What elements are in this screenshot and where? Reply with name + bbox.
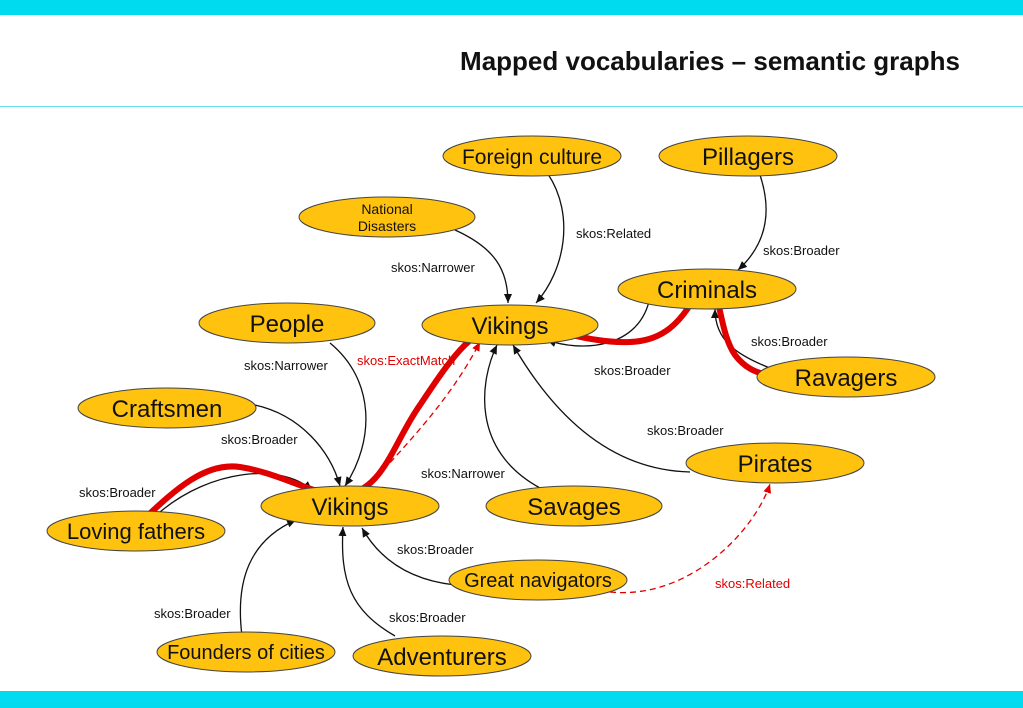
node-pillagers [658, 135, 838, 177]
edge-pillagers-criminals [737, 174, 767, 271]
node-label-ravagers: Ravagers [795, 365, 898, 392]
node-loving-fathers [46, 510, 226, 552]
node-label-founders-of-cities: Founders of cities [167, 642, 325, 664]
edge-navigators-pirates-related [609, 483, 772, 594]
node-label-national-disasters-2: Disasters [358, 218, 416, 234]
node-founders-of-cities [156, 631, 336, 673]
edge-label-savages-narrower: skos:Narrower [421, 466, 505, 481]
node-label-people: People [250, 311, 325, 338]
header-divider [0, 106, 1023, 107]
bottom-accent-bar [0, 691, 1023, 708]
node-vikings-main [260, 485, 440, 527]
node-label-national-disasters-1: National [361, 201, 412, 217]
node-label-savages: Savages [527, 494, 620, 521]
node-criminals [617, 268, 797, 310]
node-label-vikings-main: Vikings [312, 494, 389, 521]
edge-adventurers-vikings-main [338, 526, 396, 637]
edge-pirates-vikings-top [512, 344, 691, 473]
edge-label-navigators-pirates-related: skos:Related [715, 576, 790, 591]
edge-national-disasters-vikings-top [454, 229, 512, 304]
node-label-loving-fathers: Loving fathers [67, 519, 205, 544]
edge-great-navigators-vikings-main [361, 527, 456, 586]
edge-label-pirates-broader: skos:Broader [647, 423, 724, 438]
edge-label-national-disasters-narrower: skos:Narrower [391, 260, 475, 275]
edge-label-pillagers-broader: skos:Broader [763, 243, 840, 258]
node-vikings-top [421, 304, 599, 346]
edge-label-ravagers-broader: skos:Broader [751, 334, 828, 349]
node-label-criminals: Criminals [657, 277, 757, 304]
edge-label-criminals-broader: skos:Broader [594, 363, 671, 378]
node-adventurers [352, 635, 532, 677]
node-label-pillagers: Pillagers [702, 144, 794, 171]
top-accent-bar [0, 0, 1023, 15]
edge-craftsmen-vikings-main [254, 404, 342, 487]
node-label-great-navigators: Great navigators [464, 570, 612, 592]
node-ravagers [756, 356, 936, 398]
edge-people-vikings-main [329, 342, 367, 487]
node-label-craftsmen: Craftsmen [112, 396, 223, 423]
edge-label-loving-fathers-broader: skos:Broader [79, 485, 156, 500]
edge-foreign-culture-vikings-top [535, 173, 565, 304]
node-savages [485, 485, 663, 527]
node-foreign-culture [442, 135, 622, 177]
edge-label-people-narrower: skos:Narrower [244, 358, 328, 373]
edge-label-founders-broader: skos:Broader [154, 606, 231, 621]
node-great-navigators [448, 559, 628, 601]
node-national-disasters [298, 196, 476, 238]
slide-title: Mapped vocabularies – semantic graphs [460, 46, 960, 76]
node-people [198, 302, 376, 344]
edge-savages-vikings-top [484, 344, 541, 489]
node-label-vikings-top: Vikings [472, 313, 549, 340]
edge-label-adventurers-broader: skos:Broader [389, 610, 466, 625]
node-craftsmen [77, 387, 257, 429]
edge-label-craftsmen-broader: skos:Broader [221, 432, 298, 447]
edge-label-exact-match: skos:ExactMatch [357, 353, 455, 368]
node-label-adventurers: Adventurers [377, 644, 506, 671]
node-label-foreign-culture: Foreign culture [462, 146, 602, 169]
edge-label-great-navigators-broader: skos:Broader [397, 542, 474, 557]
node-label-pirates: Pirates [738, 451, 813, 478]
edge-label-foreign-culture-related: skos:Related [576, 226, 651, 241]
edge-founders-vikings-main [239, 519, 297, 637]
node-pirates [685, 442, 865, 484]
